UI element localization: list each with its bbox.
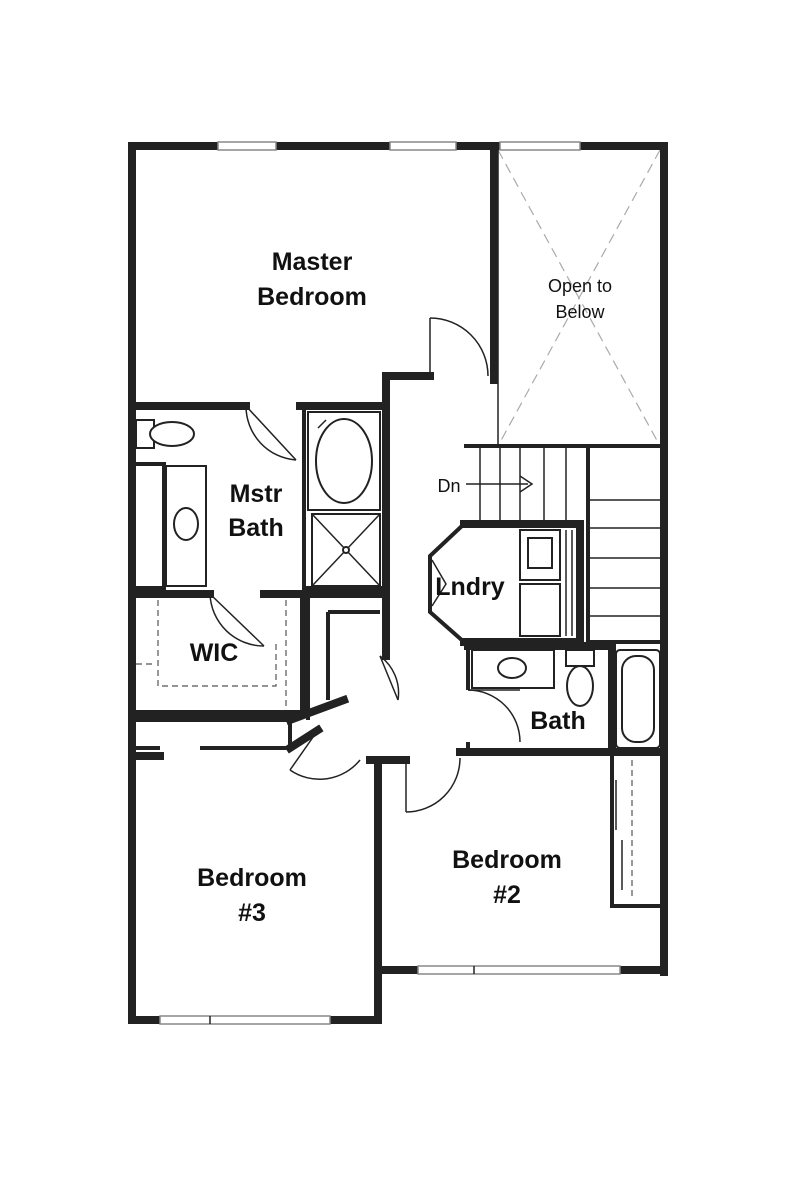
bedroom-2-closet-doors xyxy=(615,780,623,890)
label-master-bedroom-line1: Master xyxy=(272,248,353,276)
windows xyxy=(159,141,621,1025)
stairs xyxy=(466,446,664,617)
label-master-bath-line1: Mstr xyxy=(230,480,283,508)
bath-toilet-icon xyxy=(565,649,595,667)
label-laundry: Lndry xyxy=(435,573,505,601)
room-labels: Master Bedroom Open to Below Mstr Bath W… xyxy=(190,248,612,927)
interior-walls xyxy=(128,142,668,974)
label-open-to-below-line1: Open to xyxy=(548,276,612,296)
label-bedroom-3-line2: #3 xyxy=(238,899,266,927)
label-bedroom-3-line1: Bedroom xyxy=(197,864,307,892)
label-bedroom-2-line2: #2 xyxy=(493,881,521,909)
label-bedroom-2-line1: Bedroom xyxy=(452,846,562,874)
label-wic: WIC xyxy=(190,639,239,667)
wic-shelves xyxy=(136,600,287,706)
open-to-below-area xyxy=(497,149,661,447)
bath-fixtures xyxy=(471,649,661,749)
label-open-to-below-line2: Below xyxy=(555,302,605,322)
doors xyxy=(209,317,521,813)
master-bath-fixtures xyxy=(135,411,381,587)
label-bath: Bath xyxy=(530,707,586,735)
label-stairs-down: Dn xyxy=(437,476,460,496)
label-master-bedroom-line2: Bedroom xyxy=(257,283,367,311)
dryer-icon xyxy=(519,583,561,637)
laundry-fixtures xyxy=(519,529,573,637)
exterior-walls xyxy=(128,142,668,1024)
label-master-bath-line2: Bath xyxy=(228,514,284,542)
